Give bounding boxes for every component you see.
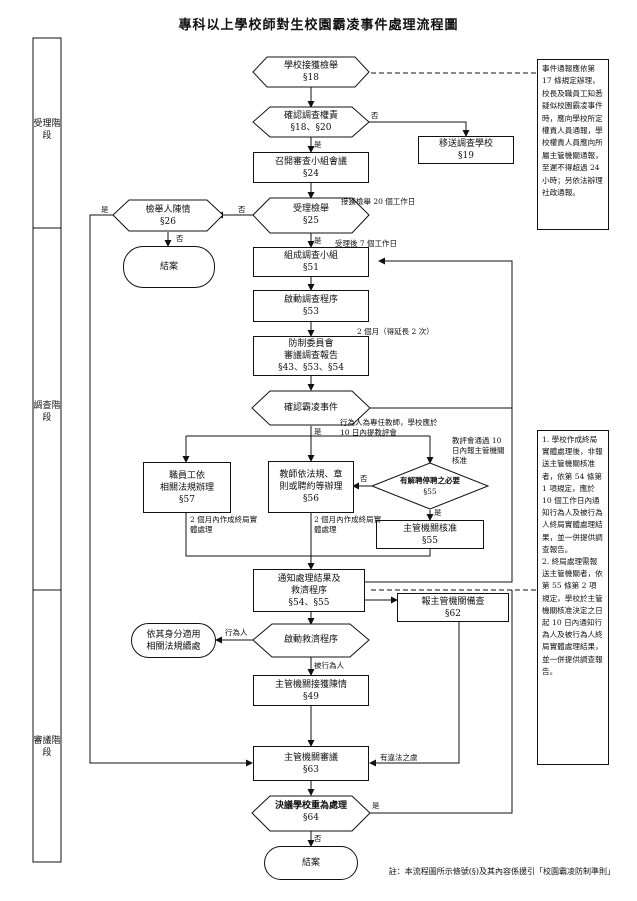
stage-investigate: 調查階段 xyxy=(33,401,61,423)
label-two-months: 2 個月（得延長 2 次） xyxy=(357,327,434,336)
receive-appeal-box: 主管機關接獲陳情§49 xyxy=(253,675,369,706)
confirm-authority-shape xyxy=(252,106,370,138)
label-no-3: 否 xyxy=(176,234,184,243)
label-teacher-note: 行為人為專任教師，學校應於 10 日內提教評會 xyxy=(340,418,438,437)
label-team-days: 受理後 7 個工作日 xyxy=(335,239,398,248)
notify-box: 通知處理結果及救濟程序§54、§55 xyxy=(253,569,365,612)
label-no-1: 否 xyxy=(371,111,379,120)
page-title: 專科以上學校師對生校園霸凌事件處理流程圖 xyxy=(178,18,459,33)
side-note-item-2: 2. 終局處理需報送主管機關者，依第 55 條第 2 項規定，學校於主管機關核准… xyxy=(542,557,603,676)
confirm-bullying-shape xyxy=(251,390,371,426)
side-note-item-1: 1. 學校作成終局實體處理後，非報送主管機關核准者，依第 54 條第 1 項規定… xyxy=(542,435,603,554)
authority-approve-box: 主管機關核准§55 xyxy=(376,520,484,549)
identity-box: 依其身分適用相關法規續處 xyxy=(131,623,216,658)
transfer-box: 移送調查學校§19 xyxy=(418,136,514,164)
side-note-top: 事件通報應依第 17 條規定辦理，校長及職員工知悉疑似校園霸凌事件時，應向學校所… xyxy=(537,59,609,230)
accept-shape xyxy=(252,197,370,234)
label-yes-3: 是 xyxy=(314,236,322,245)
label-yes-2: 是 xyxy=(101,205,109,214)
label-teacher-note2: 2 個月內作成終局實體處理 xyxy=(314,515,382,534)
label-eval-note: 教評會通過 10 日內報主管機關核准 xyxy=(452,436,505,465)
confirm-bullying-node: 確認霸凌事件 xyxy=(283,403,338,413)
start-investigation-box: 啟動調查程序§53 xyxy=(253,290,369,322)
label-no-4: 否 xyxy=(360,474,368,483)
relief-node: 啟動救濟程序 xyxy=(283,635,338,645)
end-bottom: 結案 xyxy=(264,846,358,880)
review-box: 主管機關審議§63 xyxy=(253,746,369,781)
label-no-6: 否 xyxy=(314,834,322,843)
teacher-box: 教師依法規、章則或聘約等辦理§56 xyxy=(268,461,354,513)
suspend-shape xyxy=(370,462,490,510)
relief-shape xyxy=(252,623,370,658)
staff-box: 職員工依相關法規辦理§57 xyxy=(143,462,231,513)
stage-review: 審議階段 xyxy=(33,736,61,758)
form-team-box: 組成調查小組§51 xyxy=(253,247,369,277)
suspend-node: 有解聘停聘之必要§55 xyxy=(400,476,460,496)
label-yes-4: 是 xyxy=(314,427,322,436)
label-actor: 行為人 xyxy=(225,628,248,637)
label-no-2: 否 xyxy=(238,205,246,214)
accept-node: 受理檢舉§25 xyxy=(292,204,329,226)
report-box: 報主管機關備查§62 xyxy=(397,593,509,622)
redo-node: 決議學校重為處理§64 xyxy=(274,801,347,823)
footnote: 註：本流程圖所示條號(§)及其內容係援引「校園霸凌防制準則」 xyxy=(388,867,615,876)
label-yes-5: 是 xyxy=(434,508,442,517)
receive-node-shape xyxy=(252,56,370,88)
label-victim: 被行為人 xyxy=(314,661,344,670)
convene-box: 召開審查小組會議§24 xyxy=(253,152,369,183)
label-yes-1: 是 xyxy=(314,140,322,149)
label-accept-days: 接獲檢舉 20 個工作日 xyxy=(341,197,416,206)
committee-box: 防制委員會審議調查報告§43、§53、§54 xyxy=(253,336,369,376)
label-staff-note: 2 個月內作成終局實體處理 xyxy=(190,515,258,534)
label-violation: 有違法之虞 xyxy=(380,753,418,762)
end-top: 結案 xyxy=(123,246,215,288)
informant-node: 檢舉人陳情§26 xyxy=(145,205,191,227)
informant-shape xyxy=(112,199,224,232)
receive-node: 學校接獲檢舉§18 xyxy=(283,61,338,83)
side-note-bottom: 1. 學校作成終局實體處理後，非報送主管機關核准者，依第 54 條第 1 項規定… xyxy=(537,430,609,765)
stage-receive: 受理階段 xyxy=(33,119,61,141)
redo-shape xyxy=(251,795,371,832)
confirm-authority-node: 確認調查權責§18、§20 xyxy=(283,111,338,133)
label-yes-6: 是 xyxy=(372,801,380,810)
